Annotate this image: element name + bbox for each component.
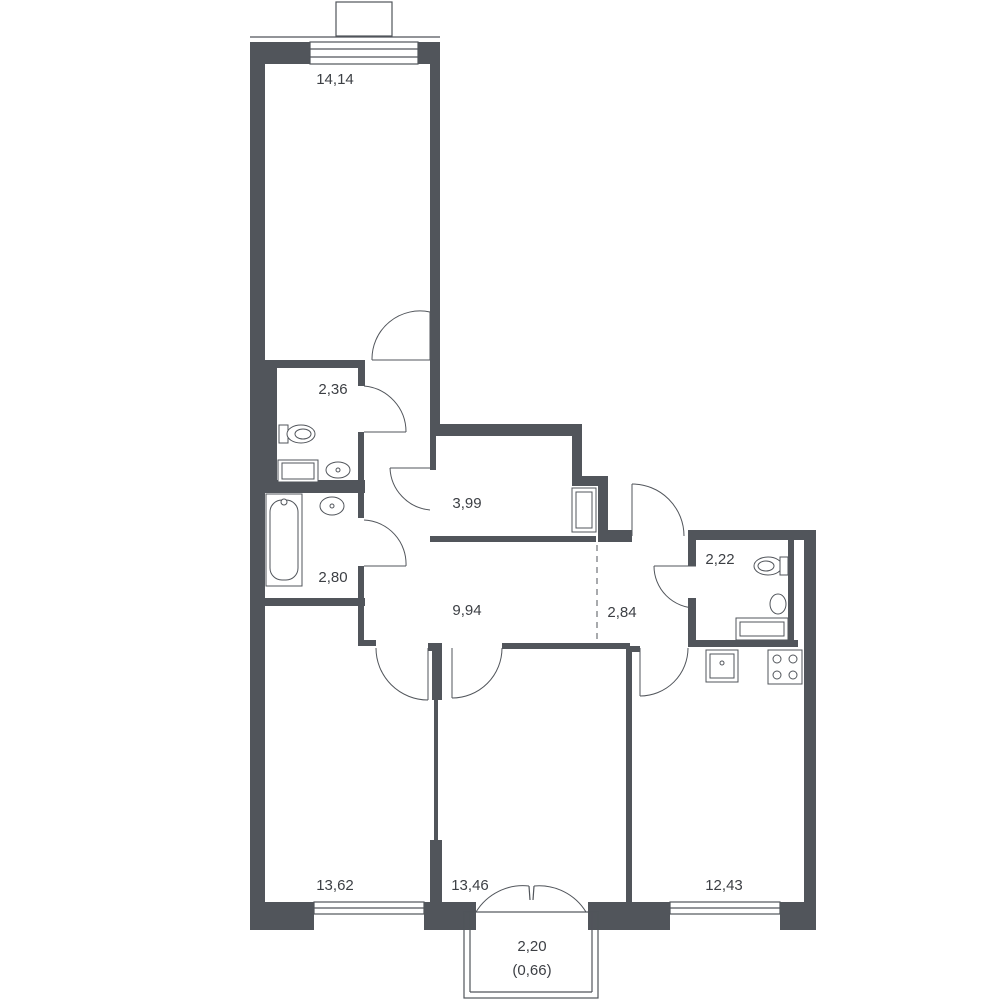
bath-shelf-icon <box>735 617 789 641</box>
sink-icon <box>319 496 345 516</box>
bathtub-icon <box>265 493 303 587</box>
window-kitchen <box>669 901 781 915</box>
area-label-hallway: 9,94 <box>452 602 481 619</box>
area-label-balcony-reduced: (0,66) <box>512 962 551 979</box>
washing-machine-icon <box>571 487 597 533</box>
area-label-balcony: 2,20 <box>517 938 546 955</box>
area-label-bathroom: 2,80 <box>318 569 347 586</box>
walls <box>250 42 816 930</box>
area-label-kitchen: 12,43 <box>705 877 743 894</box>
area-label-corridor: 2,84 <box>607 604 636 621</box>
toilet-icon <box>278 424 316 444</box>
area-label-storage: 3,99 <box>452 495 481 512</box>
doors <box>363 310 697 701</box>
stove-icon <box>767 649 803 685</box>
washbasin-icon <box>277 459 351 483</box>
window-bedroom-left <box>313 901 425 915</box>
window-top <box>309 41 419 65</box>
area-label-bedroom-left: 13,62 <box>316 877 354 894</box>
balcony <box>463 885 599 999</box>
area-label-wc-1: 2,36 <box>318 381 347 398</box>
toilet-2-icon <box>753 556 789 615</box>
area-label-wc-2: 2,22 <box>705 551 734 568</box>
vent-shaft-icon <box>250 1 440 38</box>
kitchen-sink-icon <box>705 649 739 683</box>
area-label-bedroom-top: 14,14 <box>316 71 354 88</box>
area-label-living-room: 13,46 <box>451 877 489 894</box>
